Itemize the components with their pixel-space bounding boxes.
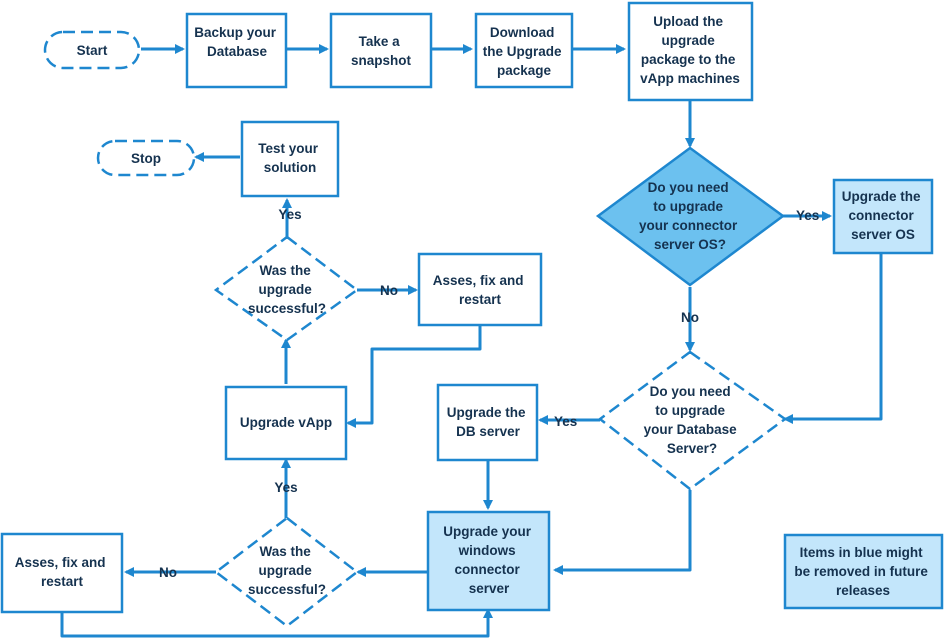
stop-terminator xyxy=(96,139,196,177)
upgrade-vapp-label: Upgrade vApp xyxy=(240,415,332,430)
legend-label: Items in blue might be removed in future… xyxy=(794,545,931,598)
upgrade-connector-os-box xyxy=(832,178,934,255)
question-success-bottom-label: Was the upgrade successful? xyxy=(248,544,326,597)
upload-box xyxy=(627,1,754,102)
backup-label: Backup your Database xyxy=(194,25,280,59)
question-success-top-diamond xyxy=(213,235,360,342)
edge-label-connector-yes: Yes xyxy=(796,208,819,223)
fix-top-label: Asses, fix and restart xyxy=(433,273,528,307)
upgrade-vapp-box xyxy=(224,385,348,461)
stop-label: Stop xyxy=(131,151,161,166)
edge-label-bottom-yes: Yes xyxy=(274,480,297,495)
edge-label-top-yes: Yes xyxy=(278,207,301,222)
fix-top-box xyxy=(417,252,543,327)
node-labels: Start Stop Backup your Database Take a s… xyxy=(15,14,931,598)
edge-connector-os-to-database-question xyxy=(783,253,883,424)
backup-box xyxy=(185,12,288,89)
question-database-label: Do you need to upgrade your Database Ser… xyxy=(644,384,741,456)
edge-database-no xyxy=(553,490,692,575)
edge-label-bottom-no: No xyxy=(159,565,177,580)
edge-labels: Yes No Yes Yes No Yes No xyxy=(159,207,819,580)
snapshot-box xyxy=(329,12,433,89)
edge-label-top-no: No xyxy=(380,283,398,298)
question-success-top-label: Was the upgrade successful? xyxy=(248,263,326,316)
question-connector-os-diamond xyxy=(595,146,786,287)
download-box xyxy=(474,12,574,89)
connectors xyxy=(60,44,883,638)
start-terminator xyxy=(43,30,141,70)
legend-box xyxy=(783,533,944,610)
download-label: Download the Upgrade package xyxy=(483,25,566,78)
upload-label: Upload the upgrade package to the vApp m… xyxy=(640,14,740,86)
upgrade-windows-box xyxy=(426,510,551,612)
upgrade-windows-label: Upgrade your windows connector server xyxy=(443,524,535,596)
edge-label-connector-no: No xyxy=(681,310,699,325)
start-label: Start xyxy=(77,43,108,58)
upgrade-db-label: Upgrade the DB server xyxy=(447,405,530,439)
nodes xyxy=(0,1,944,628)
question-connector-os-label: Do you need to upgrade your connector se… xyxy=(639,180,741,252)
edge-bottom-fix-loop xyxy=(60,608,493,638)
edge-top-fix-loop xyxy=(346,325,482,428)
upgrade-connector-os-label: Upgrade the connector server OS xyxy=(842,189,925,242)
test-box xyxy=(240,120,340,198)
fix-bottom-box xyxy=(0,532,124,614)
upgrade-db-box xyxy=(436,383,539,462)
question-database-diamond xyxy=(597,350,788,491)
test-label: Test your solution xyxy=(258,141,322,175)
fix-bottom-label: Asses, fix and restart xyxy=(15,555,110,589)
edge-label-database-yes: Yes xyxy=(554,414,577,429)
question-success-bottom-diamond xyxy=(213,516,360,628)
snapshot-label: Take a snapshot xyxy=(351,34,412,68)
